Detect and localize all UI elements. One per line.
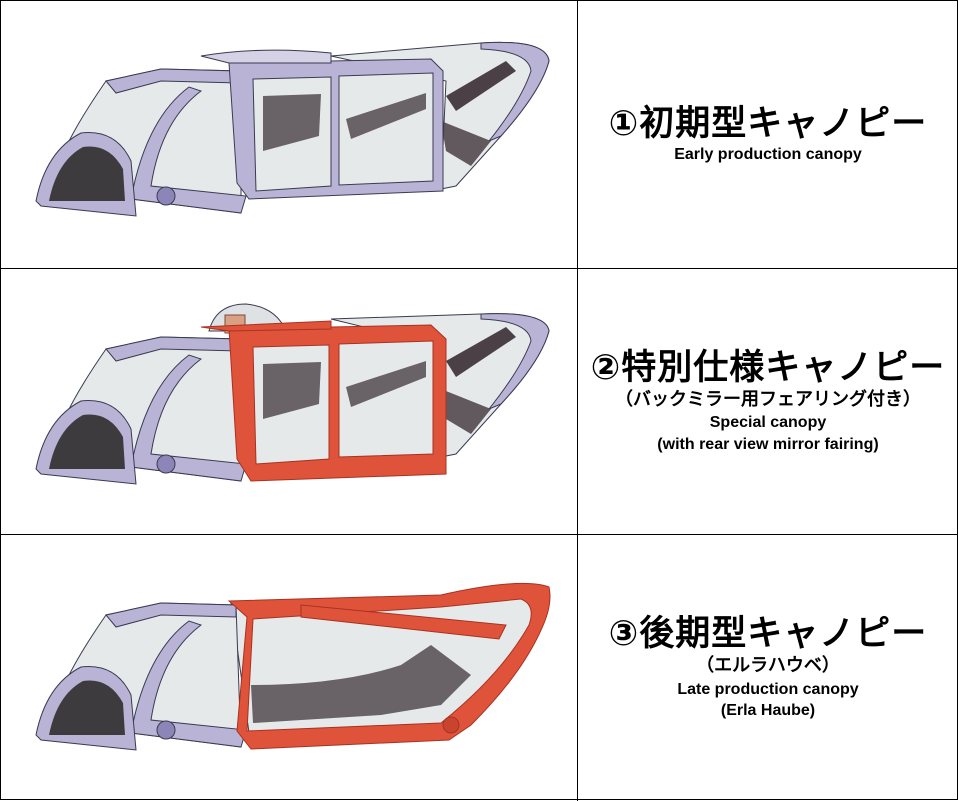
canopy-illustration-special — [1, 269, 578, 534]
label-en-line-2: (Erla Haube) — [720, 702, 816, 720]
label-en-line-1: Early production canopy — [674, 145, 862, 163]
panel-early: ①初期型キャノピー Early production canopy — [1, 1, 958, 268]
label-en-line-1: Late production canopy — [677, 680, 859, 698]
canopy-drawing-special — [35, 303, 550, 485]
panel-late-caption: ③後期型キャノピー （エルラハウベ） Late production canop… — [579, 535, 957, 801]
panel-special: ②特別仕様キャノピー （バックミラー用フェアリング付き） Special can… — [1, 268, 958, 534]
canopy-drawing-late — [35, 582, 551, 751]
title-jp: ③後期型キャノピー — [608, 614, 928, 655]
canopy-drawing-early — [35, 41, 550, 217]
label-en-line-1: Special canopy — [709, 414, 827, 432]
panel-special-caption: ②特別仕様キャノピー （バックミラー用フェアリング付き） Special can… — [579, 269, 957, 534]
subtitle-jp: （バックミラー用フェアリング付き） — [615, 388, 921, 410]
canopy-illustration-late — [1, 535, 578, 801]
title-jp: ②特別仕様キャノピー — [590, 347, 946, 388]
panel-late: ③後期型キャノピー （エルラハウベ） Late production canop… — [1, 534, 958, 801]
subtitle-jp: （エルラハウベ） — [696, 655, 840, 677]
panel-early-caption: ①初期型キャノピー Early production canopy — [579, 1, 957, 268]
label-en-line-2: (with rear view mirror fairing) — [657, 435, 879, 453]
canopy-illustration-early — [1, 1, 578, 268]
title-jp: ①初期型キャノピー — [608, 103, 928, 144]
